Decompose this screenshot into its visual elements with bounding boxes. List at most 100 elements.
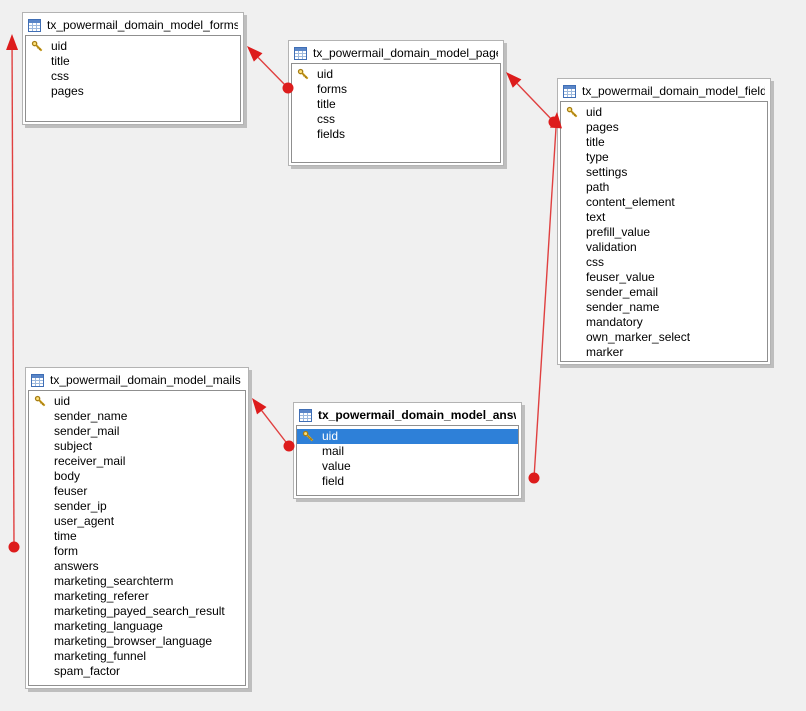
field-row-sender_mail[interactable]: sender_mail	[29, 424, 245, 439]
field-row-title[interactable]: title	[26, 54, 240, 69]
field-row-settings[interactable]: settings	[561, 165, 767, 180]
field-name: title	[51, 54, 70, 68]
field-row-spam_factor[interactable]: spam_factor	[29, 664, 245, 679]
field-row-marketing_language[interactable]: marketing_language	[29, 619, 245, 634]
field-row-sender_name[interactable]: sender_name	[29, 409, 245, 424]
field-name: marketing_funnel	[54, 649, 147, 663]
field-name: sender_name	[586, 300, 660, 314]
field-row-body[interactable]: body	[29, 469, 245, 484]
table-title: tx_powermail_domain_model_pages	[313, 46, 498, 60]
field-row-type[interactable]: type	[561, 150, 767, 165]
field-row-uid[interactable]: uid	[292, 67, 500, 82]
field-row-answers[interactable]: answers	[29, 559, 245, 574]
field-name: validation	[586, 240, 637, 254]
field-name: uid	[51, 39, 68, 53]
field-name: pages	[51, 84, 84, 98]
field-row-sender_ip[interactable]: sender_ip	[29, 499, 245, 514]
field-name: spam_factor	[54, 664, 121, 678]
relation-pages.forms-to-forms[interactable]	[247, 46, 294, 94]
table-fields-header[interactable]: tx_powermail_domain_model_fields	[560, 81, 768, 101]
field-name: user_agent	[54, 514, 115, 528]
field-row-path[interactable]: path	[561, 180, 767, 195]
table-grid-icon	[563, 84, 576, 98]
field-row-title[interactable]: title	[561, 135, 767, 150]
table-pages-header[interactable]: tx_powermail_domain_model_pages	[291, 43, 501, 63]
table-mails-header[interactable]: tx_powermail_domain_model_mails	[28, 370, 246, 390]
field-row-value[interactable]: value	[297, 459, 518, 474]
relation-fields.pages-to-pages[interactable]	[506, 72, 560, 128]
field-name: path	[586, 180, 610, 194]
table-answers-header[interactable]: tx_powermail_domain_model_answers	[296, 405, 519, 425]
field-row-marker[interactable]: marker	[561, 345, 767, 360]
table-grid-icon	[299, 408, 312, 422]
field-name: settings	[586, 165, 628, 179]
field-name: time	[54, 529, 77, 543]
field-row-css[interactable]: css	[26, 69, 240, 84]
field-row-time[interactable]: time	[29, 529, 245, 544]
field-row-feuser_value[interactable]: feuser_value	[561, 270, 767, 285]
field-name: text	[586, 210, 606, 224]
field-name: type	[586, 150, 609, 164]
field-row-prefill_value[interactable]: prefill_value	[561, 225, 767, 240]
field-row-uid[interactable]: uid	[26, 39, 240, 54]
field-row-pages[interactable]: pages	[561, 120, 767, 135]
relation-answers.mail-to-mails[interactable]	[252, 398, 295, 452]
relation-endpoint-dot	[528, 472, 540, 484]
field-row-mandatory[interactable]: mandatory	[561, 315, 767, 330]
field-name: marker	[586, 345, 624, 359]
field-row-marketing_referer[interactable]: marketing_referer	[29, 589, 245, 604]
field-row-uid[interactable]: uid	[29, 394, 245, 409]
field-name: sender_name	[54, 409, 128, 423]
relation-mails.form-to-forms[interactable]	[6, 34, 20, 553]
field-row-marketing_browser_language[interactable]: marketing_browser_language	[29, 634, 245, 649]
field-row-sender_email[interactable]: sender_email	[561, 285, 767, 300]
field-name: forms	[317, 82, 347, 96]
field-name: feuser_value	[586, 270, 655, 284]
field-name: title	[317, 97, 336, 111]
field-name: css	[51, 69, 69, 83]
table-title: tx_powermail_domain_model_fields	[582, 84, 765, 98]
field-row-mail[interactable]: mail	[297, 444, 518, 459]
field-row-receiver_mail[interactable]: receiver_mail	[29, 454, 245, 469]
field-row-user_agent[interactable]: user_agent	[29, 514, 245, 529]
field-name: value	[322, 459, 351, 473]
field-row-subject[interactable]: subject	[29, 439, 245, 454]
field-name: field	[322, 474, 345, 488]
field-row-field[interactable]: field	[297, 474, 518, 489]
field-row-pages[interactable]: pages	[26, 84, 240, 99]
field-row-fields[interactable]: fields	[292, 127, 500, 142]
field-row-own_marker_select[interactable]: own_marker_select	[561, 330, 767, 345]
field-row-validation[interactable]: validation	[561, 240, 767, 255]
field-name: prefill_value	[586, 225, 651, 239]
field-name: marketing_payed_search_result	[54, 604, 225, 618]
field-row-forms[interactable]: forms	[292, 82, 500, 97]
field-row-marketing_funnel[interactable]: marketing_funnel	[29, 649, 245, 664]
field-row-uid[interactable]: uid	[297, 429, 518, 444]
field-row-css[interactable]: css	[292, 112, 500, 127]
field-name: feuser	[54, 484, 88, 498]
field-row-marketing_payed_search_result[interactable]: marketing_payed_search_result	[29, 604, 245, 619]
field-row-css[interactable]: css	[561, 255, 767, 270]
field-row-form[interactable]: form	[29, 544, 245, 559]
arrowhead-icon	[247, 46, 263, 62]
field-row-marketing_searchterm[interactable]: marketing_searchterm	[29, 574, 245, 589]
table-answers[interactable]: tx_powermail_domain_model_answers uidmai…	[293, 402, 522, 499]
field-row-sender_name[interactable]: sender_name	[561, 300, 767, 315]
field-name: title	[586, 135, 605, 149]
field-row-feuser[interactable]: feuser	[29, 484, 245, 499]
table-forms-header[interactable]: tx_powermail_domain_model_forms	[25, 15, 241, 35]
field-row-text[interactable]: text	[561, 210, 767, 225]
arrowhead-icon	[506, 72, 522, 88]
field-row-content_element[interactable]: content_element	[561, 195, 767, 210]
field-row-uid[interactable]: uid	[561, 105, 767, 120]
key-icon	[566, 106, 578, 118]
field-row-title[interactable]: title	[292, 97, 500, 112]
